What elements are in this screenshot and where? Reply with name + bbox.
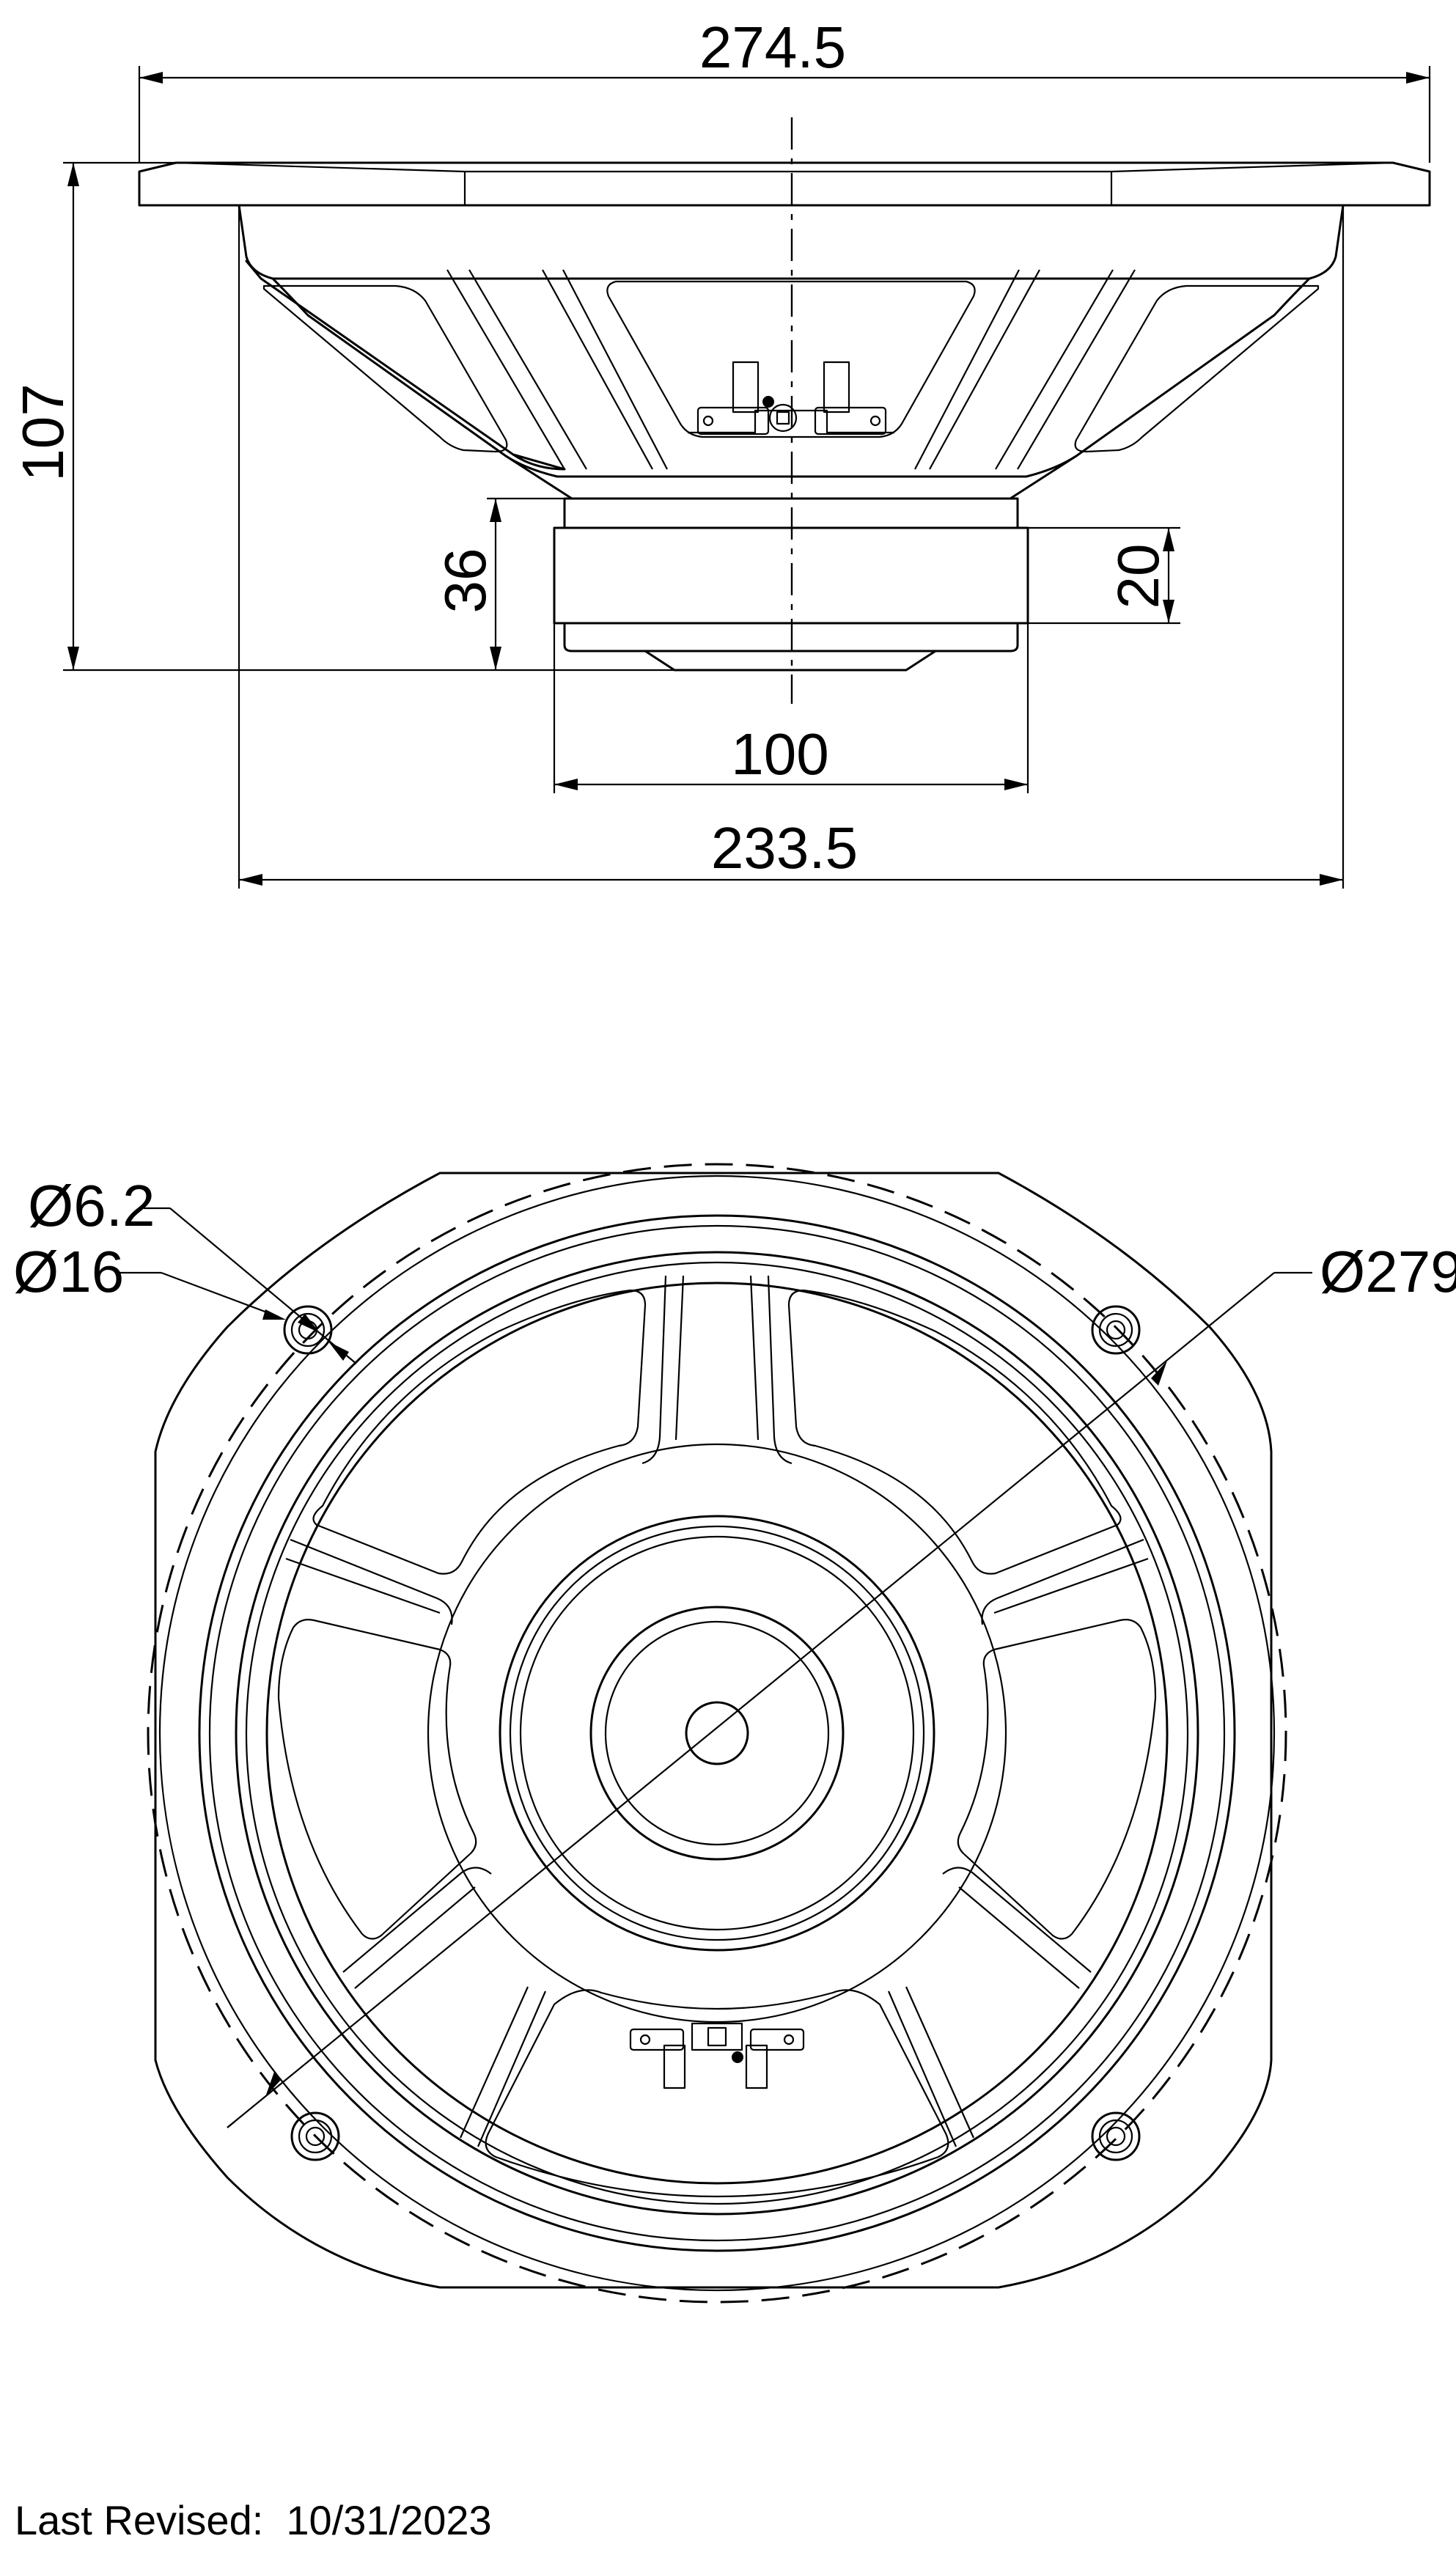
front-view: Ø6.2 Ø16 Ø279: [13, 1163, 1456, 2304]
leader-hole-diameter: Ø6.2: [28, 1173, 357, 1364]
label-hole-diameter: Ø6.2: [28, 1173, 155, 1238]
mounting-holes: [283, 1305, 1141, 2161]
dimension-magnet-depth: 36: [433, 497, 565, 670]
dimension-top-width: 274.5: [138, 15, 1431, 163]
dimension-magnet-height: 20: [1028, 526, 1180, 625]
label-hole-outer-diameter: Ø16: [13, 1239, 124, 1304]
mounting-hole-top-right: [1091, 1305, 1141, 1355]
mounting-hole-bottom-right: [1091, 2111, 1141, 2161]
dimension-magnet-diameter: 100: [553, 623, 1029, 793]
dimension-basket-width: 233.5: [238, 205, 1345, 889]
dimension-label-overall-depth: 107: [10, 383, 76, 481]
last-revised-date: 10/31/2023: [286, 2497, 492, 2543]
surround-rings: [198, 1214, 1236, 2252]
dimension-label-magnet-depth: 36: [433, 548, 498, 614]
leader-bolt-circle: Ø279: [227, 1239, 1456, 2128]
terminal-block-front: [629, 2022, 805, 2089]
dimension-label-magnet-diameter: 100: [731, 721, 828, 787]
label-bolt-circle: Ø279: [1320, 1239, 1456, 1304]
leader-hole-outer-diameter: Ø16: [13, 1239, 286, 1320]
last-revised-label: Last Revised:: [15, 2497, 264, 2543]
frame-outline: [154, 1172, 1273, 2289]
side-view: 274.5 107 36 20: [10, 15, 1431, 889]
basket-windows: [277, 1289, 1157, 2198]
frame-inner-ring: [158, 1174, 1276, 2292]
mounting-hole-bottom-left: [290, 2111, 340, 2161]
dimension-label-top-width: 274.5: [699, 15, 846, 80]
basket-spokes: [285, 1275, 1149, 2147]
dimension-label-magnet-height: 20: [1106, 544, 1171, 609]
mounting-hole-top-left: [283, 1305, 333, 1355]
dimension-label-basket-width: 233.5: [711, 815, 858, 881]
last-revised: Last Revised: 10/31/2023: [15, 2496, 492, 2544]
terminal-block-side: [688, 361, 894, 435]
mounting-flange: [138, 161, 1431, 207]
dimension-overall-depth: 107: [10, 161, 674, 672]
magnet-rings: [427, 1443, 1007, 2023]
bolt-circle: [147, 1163, 1287, 2304]
